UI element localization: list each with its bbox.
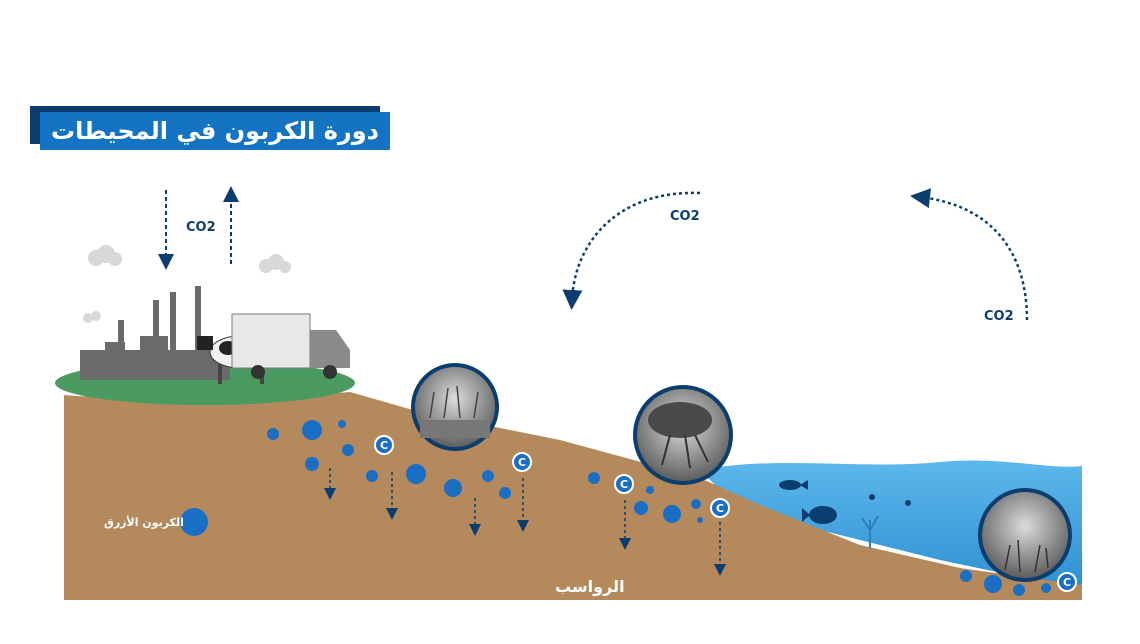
- page-title: دورة الكربون في المحيطات: [40, 112, 390, 150]
- svg-text:C: C: [620, 478, 628, 491]
- co2-label: CO2: [186, 220, 216, 235]
- title-banner: دورة الكربون في المحيطات: [30, 106, 390, 150]
- marsh-photo: [411, 363, 499, 451]
- mangrove-photo: [633, 385, 733, 485]
- legend-dot: [180, 508, 208, 536]
- legend-label: الكربون الأزرق: [104, 516, 184, 529]
- svg-text:C: C: [380, 439, 388, 452]
- sediment-label: الرواسب: [555, 577, 625, 596]
- svg-text:C: C: [518, 456, 526, 469]
- co2-label: CO2: [984, 309, 1014, 324]
- sequestration-arrows: [324, 468, 726, 576]
- carbon-dots: [180, 420, 1051, 596]
- coral-icon: [861, 515, 879, 548]
- co2-curve-arrow-right: [910, 188, 1029, 321]
- svg-text:C: C: [1063, 576, 1071, 589]
- sediment-ground: [64, 392, 1082, 600]
- fish-icon: [779, 480, 911, 524]
- truck-icon: [231, 313, 350, 379]
- seagrass-photo: [978, 488, 1072, 582]
- co2-label: CO2: [670, 209, 700, 224]
- svg-text:C: C: [716, 502, 724, 515]
- carbon-badges: C C C C C: [374, 435, 1077, 592]
- factory-icon: [80, 286, 230, 380]
- smoke-cloud-icon: [83, 245, 291, 323]
